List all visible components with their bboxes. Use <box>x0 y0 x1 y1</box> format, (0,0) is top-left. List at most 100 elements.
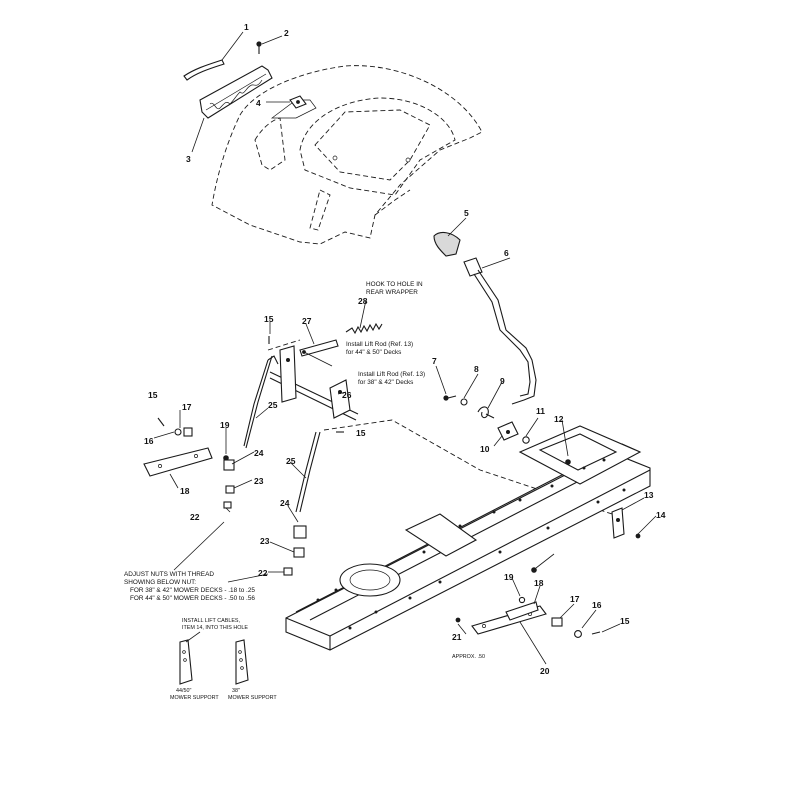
part-22-nut-left <box>223 501 232 509</box>
part-24-trunnion-right <box>293 525 307 539</box>
part-16-17-fasteners-left <box>157 417 193 437</box>
part-4-clip <box>289 95 307 109</box>
note-support-left-line2: MOWER SUPPORT <box>170 695 219 701</box>
callout-17-right: 17 <box>570 594 580 604</box>
part-16-washer-right <box>574 630 582 638</box>
rear-fender-outline <box>211 65 483 245</box>
note-hook-line1: HOOK TO HOLE IN <box>366 281 423 288</box>
note-support-left: 44/50" MOWER SUPPORT <box>170 688 219 701</box>
part-25-lift-rod-right <box>295 431 321 513</box>
callout-27: 27 <box>302 316 312 326</box>
note-support-right: 38" MOWER SUPPORT <box>228 688 277 701</box>
callout-21: 21 <box>452 632 462 642</box>
note-approx: APPROX. .50 <box>452 654 485 660</box>
callout-numbers: 1 2 3 4 5 6 7 8 9 10 11 12 13 14 15 15 1… <box>144 22 666 676</box>
mower-support-38 <box>235 639 249 685</box>
callout-8: 8 <box>474 364 479 374</box>
note-support-right-line1: 38" <box>232 688 240 694</box>
note-cables-line1: INSTALL LIFT CABLES, <box>182 618 241 624</box>
callout-19-right: 19 <box>504 572 514 582</box>
note-install-44-50-line1: Install Lift Rod (Ref. 13) <box>346 341 413 348</box>
note-cables: INSTALL LIFT CABLES, ITEM 14, INTO THIS … <box>182 618 248 631</box>
note-support-left-line1: 44/50" <box>176 688 191 694</box>
note-adjust-line4: FOR 44" & 50" MOWER DECKS - .50 to .56 <box>130 595 255 602</box>
note-cables-line2: ITEM 14, INTO THIS HOLE <box>182 625 248 631</box>
callout-15-mid: 15 <box>356 428 366 438</box>
callout-16-right: 16 <box>592 600 602 610</box>
note-install-44-50: Install Lift Rod (Ref. 13) for 44" & 50"… <box>346 341 413 356</box>
callout-25-lower: 25 <box>286 456 296 466</box>
part-25-lift-rod-left <box>243 355 279 449</box>
part-24-trunnion-left <box>223 459 235 471</box>
callout-14: 14 <box>656 510 666 520</box>
part-11-washer <box>522 436 530 444</box>
note-hook: HOOK TO HOLE IN REAR WRAPPER <box>366 281 423 296</box>
callout-24-left: 24 <box>254 448 264 458</box>
callout-23-right: 23 <box>260 536 270 546</box>
main-frame <box>285 425 651 651</box>
note-adjust-line3: FOR 38" & 42" MOWER DECKS - .18 to .25 <box>130 587 255 594</box>
part-7-bolt <box>443 395 457 401</box>
callout-9: 9 <box>500 376 505 386</box>
note-adjust: ADJUST NUTS WITH THREAD SHOWING BELOW NU… <box>124 571 255 602</box>
part-3-footrest-pad <box>199 65 273 119</box>
mower-support-44-50 <box>179 639 193 685</box>
callout-22-left: 22 <box>190 512 200 522</box>
callout-4: 4 <box>256 98 261 108</box>
part-23-nut-right <box>293 547 305 558</box>
callout-18-left: 18 <box>180 486 190 496</box>
callout-11: 11 <box>536 406 545 416</box>
part-26-lift-shaft <box>269 345 359 421</box>
callout-6: 6 <box>504 248 509 258</box>
part-15-pin-right <box>591 631 601 635</box>
callout-15-right: 15 <box>620 616 630 626</box>
note-support-right-line2: MOWER SUPPORT <box>228 695 277 701</box>
callout-12: 12 <box>554 414 564 424</box>
part-12-nut <box>565 459 571 465</box>
part-17-fastener-right <box>551 617 563 627</box>
note-install-38-42-line2: for 38" & 42" Decks <box>358 379 413 386</box>
part-21-bolt <box>455 617 461 623</box>
callout-24-right: 24 <box>280 498 290 508</box>
callout-23-left: 23 <box>254 476 264 486</box>
callout-7: 7 <box>432 356 437 366</box>
note-install-38-42: Install Lift Rod (Ref. 13) for 38" & 42"… <box>358 371 425 386</box>
callout-10: 10 <box>480 444 490 454</box>
leader-lines <box>153 31 657 665</box>
callout-5: 5 <box>464 208 469 218</box>
callout-17-left: 17 <box>182 402 192 412</box>
part-1-trim-strip <box>183 59 225 81</box>
part-22-nut-right <box>283 567 293 576</box>
part-13-bracket <box>611 507 625 539</box>
part-14-bolt <box>635 533 641 539</box>
callout-18-right: 18 <box>534 578 544 588</box>
callout-3: 3 <box>186 154 191 164</box>
callout-25-upper: 25 <box>268 400 278 410</box>
callout-20: 20 <box>540 666 550 676</box>
callout-2: 2 <box>284 28 289 38</box>
note-adjust-line1: ADJUST NUTS WITH THREAD <box>124 571 214 578</box>
part-18-hanger-bracket-left <box>143 447 213 477</box>
callout-15-top: 15 <box>264 314 274 324</box>
callout-26: 26 <box>342 390 352 400</box>
part-6-lift-lever <box>463 257 537 405</box>
callout-13: 13 <box>644 490 654 500</box>
part-2-screw <box>256 41 262 54</box>
note-install-38-42-line1: Install Lift Rod (Ref. 13) <box>358 371 425 378</box>
note-hook-line2: REAR WRAPPER <box>366 289 418 296</box>
part-9-spring <box>477 406 495 419</box>
callout-16-left: 16 <box>144 436 154 446</box>
part-27-link <box>299 339 339 357</box>
callout-28: 28 <box>358 296 368 306</box>
part-12-nut-lower <box>531 567 537 573</box>
callout-22-right: 22 <box>258 568 268 578</box>
part-23-nut-left <box>225 485 235 494</box>
part-19-washer-right <box>518 596 526 604</box>
note-install-44-50-line2: for 44" & 50" Decks <box>346 349 401 356</box>
note-adjust-line2: SHOWING BELOW NUT: <box>124 579 196 586</box>
part-18-hanger-right <box>505 601 539 621</box>
callout-19-left: 19 <box>220 420 230 430</box>
part-5-handle-grip <box>433 231 461 257</box>
callout-15-left: 15 <box>148 390 158 400</box>
